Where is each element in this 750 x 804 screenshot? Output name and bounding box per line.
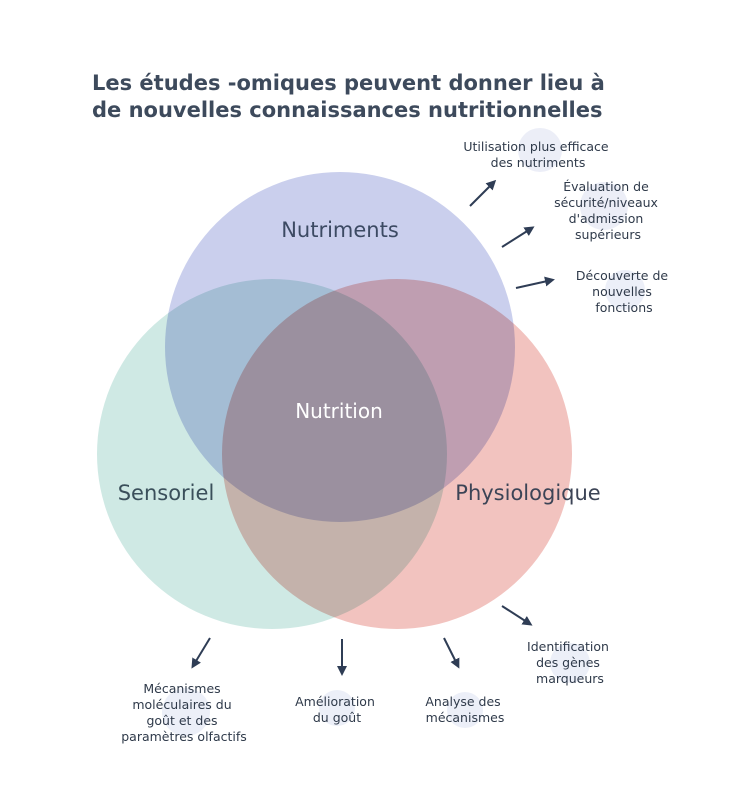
arrow-utilisation [469,179,497,207]
note-analyse: Analyse des mécanismes [425,694,504,725]
arrow-analyse [443,637,460,669]
arrow-mecanismes [191,637,211,669]
label-physiologique: Physiologique [455,481,600,505]
bubble-amelioration [319,690,355,726]
note-amelioration: Amélioration du goût [295,694,379,725]
title-line-2: de nouvelles connaissances nutritionnell… [92,98,603,122]
label-sensoriel: Sensoriel [118,481,215,505]
arrow-evaluation [501,226,535,248]
arrow-decouverte [515,276,555,289]
circle-nutriments [165,172,515,522]
bubble-evaluation [580,182,628,230]
note-bubbles [162,128,645,736]
label-nutrition-center: Nutrition [295,399,383,423]
note-decouverte: Découverte de nouvelles fonctions [576,268,672,315]
bubble-analyse [447,692,483,728]
label-nutriments: Nutriments [281,218,399,242]
note-utilisation: Utilisation plus efficace des nutriments [463,139,612,170]
bubble-mecanismes [162,688,210,736]
bubble-decouverte [605,270,645,310]
note-mecanismes: Mécanismes moléculaires du goût et des p… [121,681,247,744]
arrows [191,179,555,676]
note-identification: Identification des gènes marqueurs [527,639,613,686]
note-evaluation: Évaluation de sécurité/niveaux d'admissi… [554,179,662,242]
venn-circles [97,172,572,629]
bubble-utilisation [518,128,562,172]
bubble-identification [550,643,590,683]
arrow-identification [501,605,533,626]
title-line-1: Les études -omiques peuvent donner lieu … [92,71,605,95]
